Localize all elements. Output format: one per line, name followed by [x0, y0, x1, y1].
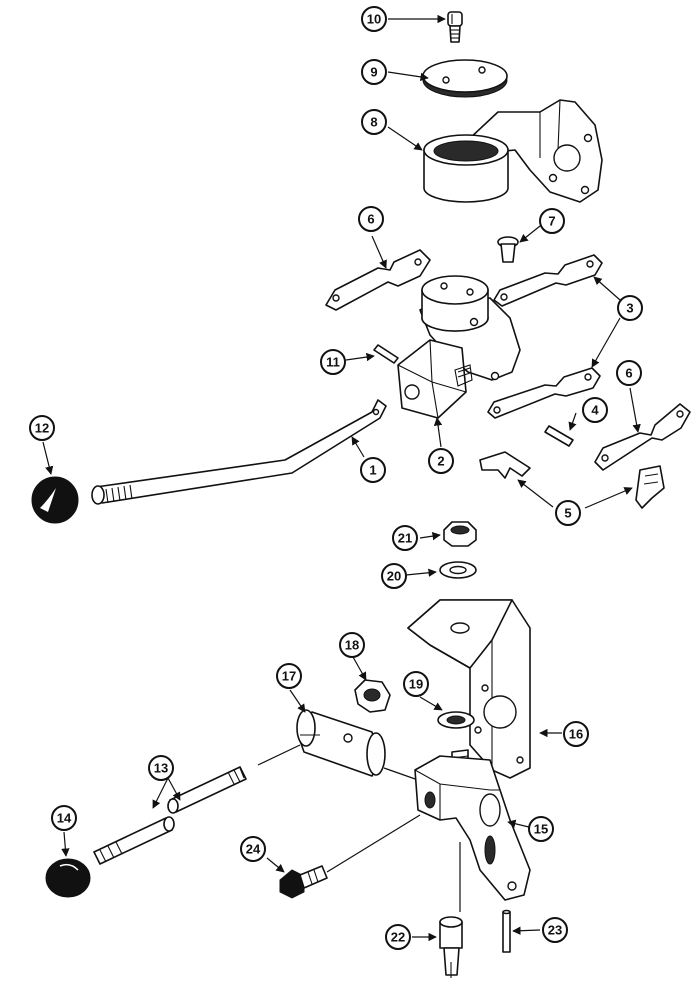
part-12-knob	[31, 476, 79, 524]
part-19-washer	[437, 711, 475, 729]
svg-text:15: 15	[534, 822, 548, 837]
callout-24: 24	[240, 836, 266, 862]
callout-16: 16	[563, 721, 589, 747]
part-15-fork	[414, 749, 531, 912]
callout-6-upper: 6	[358, 206, 384, 232]
svg-text:2: 2	[437, 454, 444, 469]
callout-14: 14	[51, 805, 77, 831]
callout-7: 7	[539, 208, 565, 234]
svg-text:4: 4	[591, 403, 599, 418]
svg-text:8: 8	[370, 115, 377, 130]
callout-1: 1	[360, 457, 386, 483]
svg-text:13: 13	[154, 761, 168, 776]
part-17-block	[257, 709, 419, 781]
svg-text:6: 6	[367, 212, 374, 227]
svg-text:1: 1	[369, 463, 376, 478]
part-3-link-lower	[487, 367, 601, 419]
part-5-clips	[479, 451, 665, 509]
part-10-screw	[447, 11, 463, 43]
callout-12: 12	[29, 415, 55, 441]
svg-text:10: 10	[367, 12, 381, 27]
part-20-washer	[439, 561, 477, 579]
svg-text:24: 24	[246, 842, 261, 857]
callout-17: 17	[276, 663, 302, 689]
callout-19: 19	[403, 671, 429, 697]
callout-21: 21	[392, 525, 418, 551]
part-2-hub	[397, 275, 521, 419]
part-18-nut	[354, 679, 391, 713]
callout-11: 11	[320, 349, 346, 375]
svg-text:9: 9	[370, 65, 377, 80]
svg-text:6: 6	[625, 366, 632, 381]
callout-23: 23	[542, 917, 568, 943]
svg-text:21: 21	[398, 531, 412, 546]
part-22-shoe	[439, 916, 463, 978]
callout-3: 3	[617, 295, 643, 321]
leader-lines	[42, 14, 641, 942]
part-24-screw	[279, 814, 421, 899]
svg-text:7: 7	[548, 214, 555, 229]
callout-20: 20	[381, 563, 407, 589]
part-1-lever	[91, 399, 387, 505]
svg-text:12: 12	[35, 421, 49, 436]
part-13-rods	[93, 766, 247, 865]
part-4-pin	[544, 425, 574, 447]
svg-text:14: 14	[57, 811, 72, 826]
svg-text:3: 3	[626, 301, 633, 316]
callout-13: 13	[148, 755, 174, 781]
part-3-link-upper	[493, 254, 603, 307]
part-23-pin	[502, 909, 511, 953]
part-6-link-upper	[325, 249, 431, 311]
callout-22: 22	[385, 924, 411, 950]
part-6-link-lower	[594, 403, 691, 471]
callout-4: 4	[582, 397, 608, 423]
callout-5: 5	[555, 500, 581, 526]
svg-text:16: 16	[569, 727, 583, 742]
part-9-disc	[422, 59, 508, 98]
part-16-bracket	[407, 599, 531, 779]
svg-text:22: 22	[391, 930, 405, 945]
callout-2: 2	[428, 448, 454, 474]
callout-10: 10	[361, 6, 387, 32]
svg-text:23: 23	[548, 923, 562, 938]
svg-text:11: 11	[326, 355, 340, 370]
part-8-bracket	[423, 99, 603, 203]
svg-text:20: 20	[387, 569, 401, 584]
callout-9: 9	[361, 59, 387, 85]
part-7-pin	[497, 236, 519, 263]
part-14-knob	[45, 858, 91, 898]
part-21-nut	[443, 521, 477, 547]
callout-6-lower: 6	[616, 360, 642, 386]
svg-text:18: 18	[345, 638, 359, 653]
svg-text:19: 19	[409, 677, 423, 692]
svg-text:5: 5	[564, 506, 571, 521]
callout-15: 15	[528, 816, 554, 842]
callout-18: 18	[339, 632, 365, 658]
svg-text:17: 17	[282, 669, 296, 684]
callout-8: 8	[361, 109, 387, 135]
part-11-roll-pin	[373, 344, 399, 364]
